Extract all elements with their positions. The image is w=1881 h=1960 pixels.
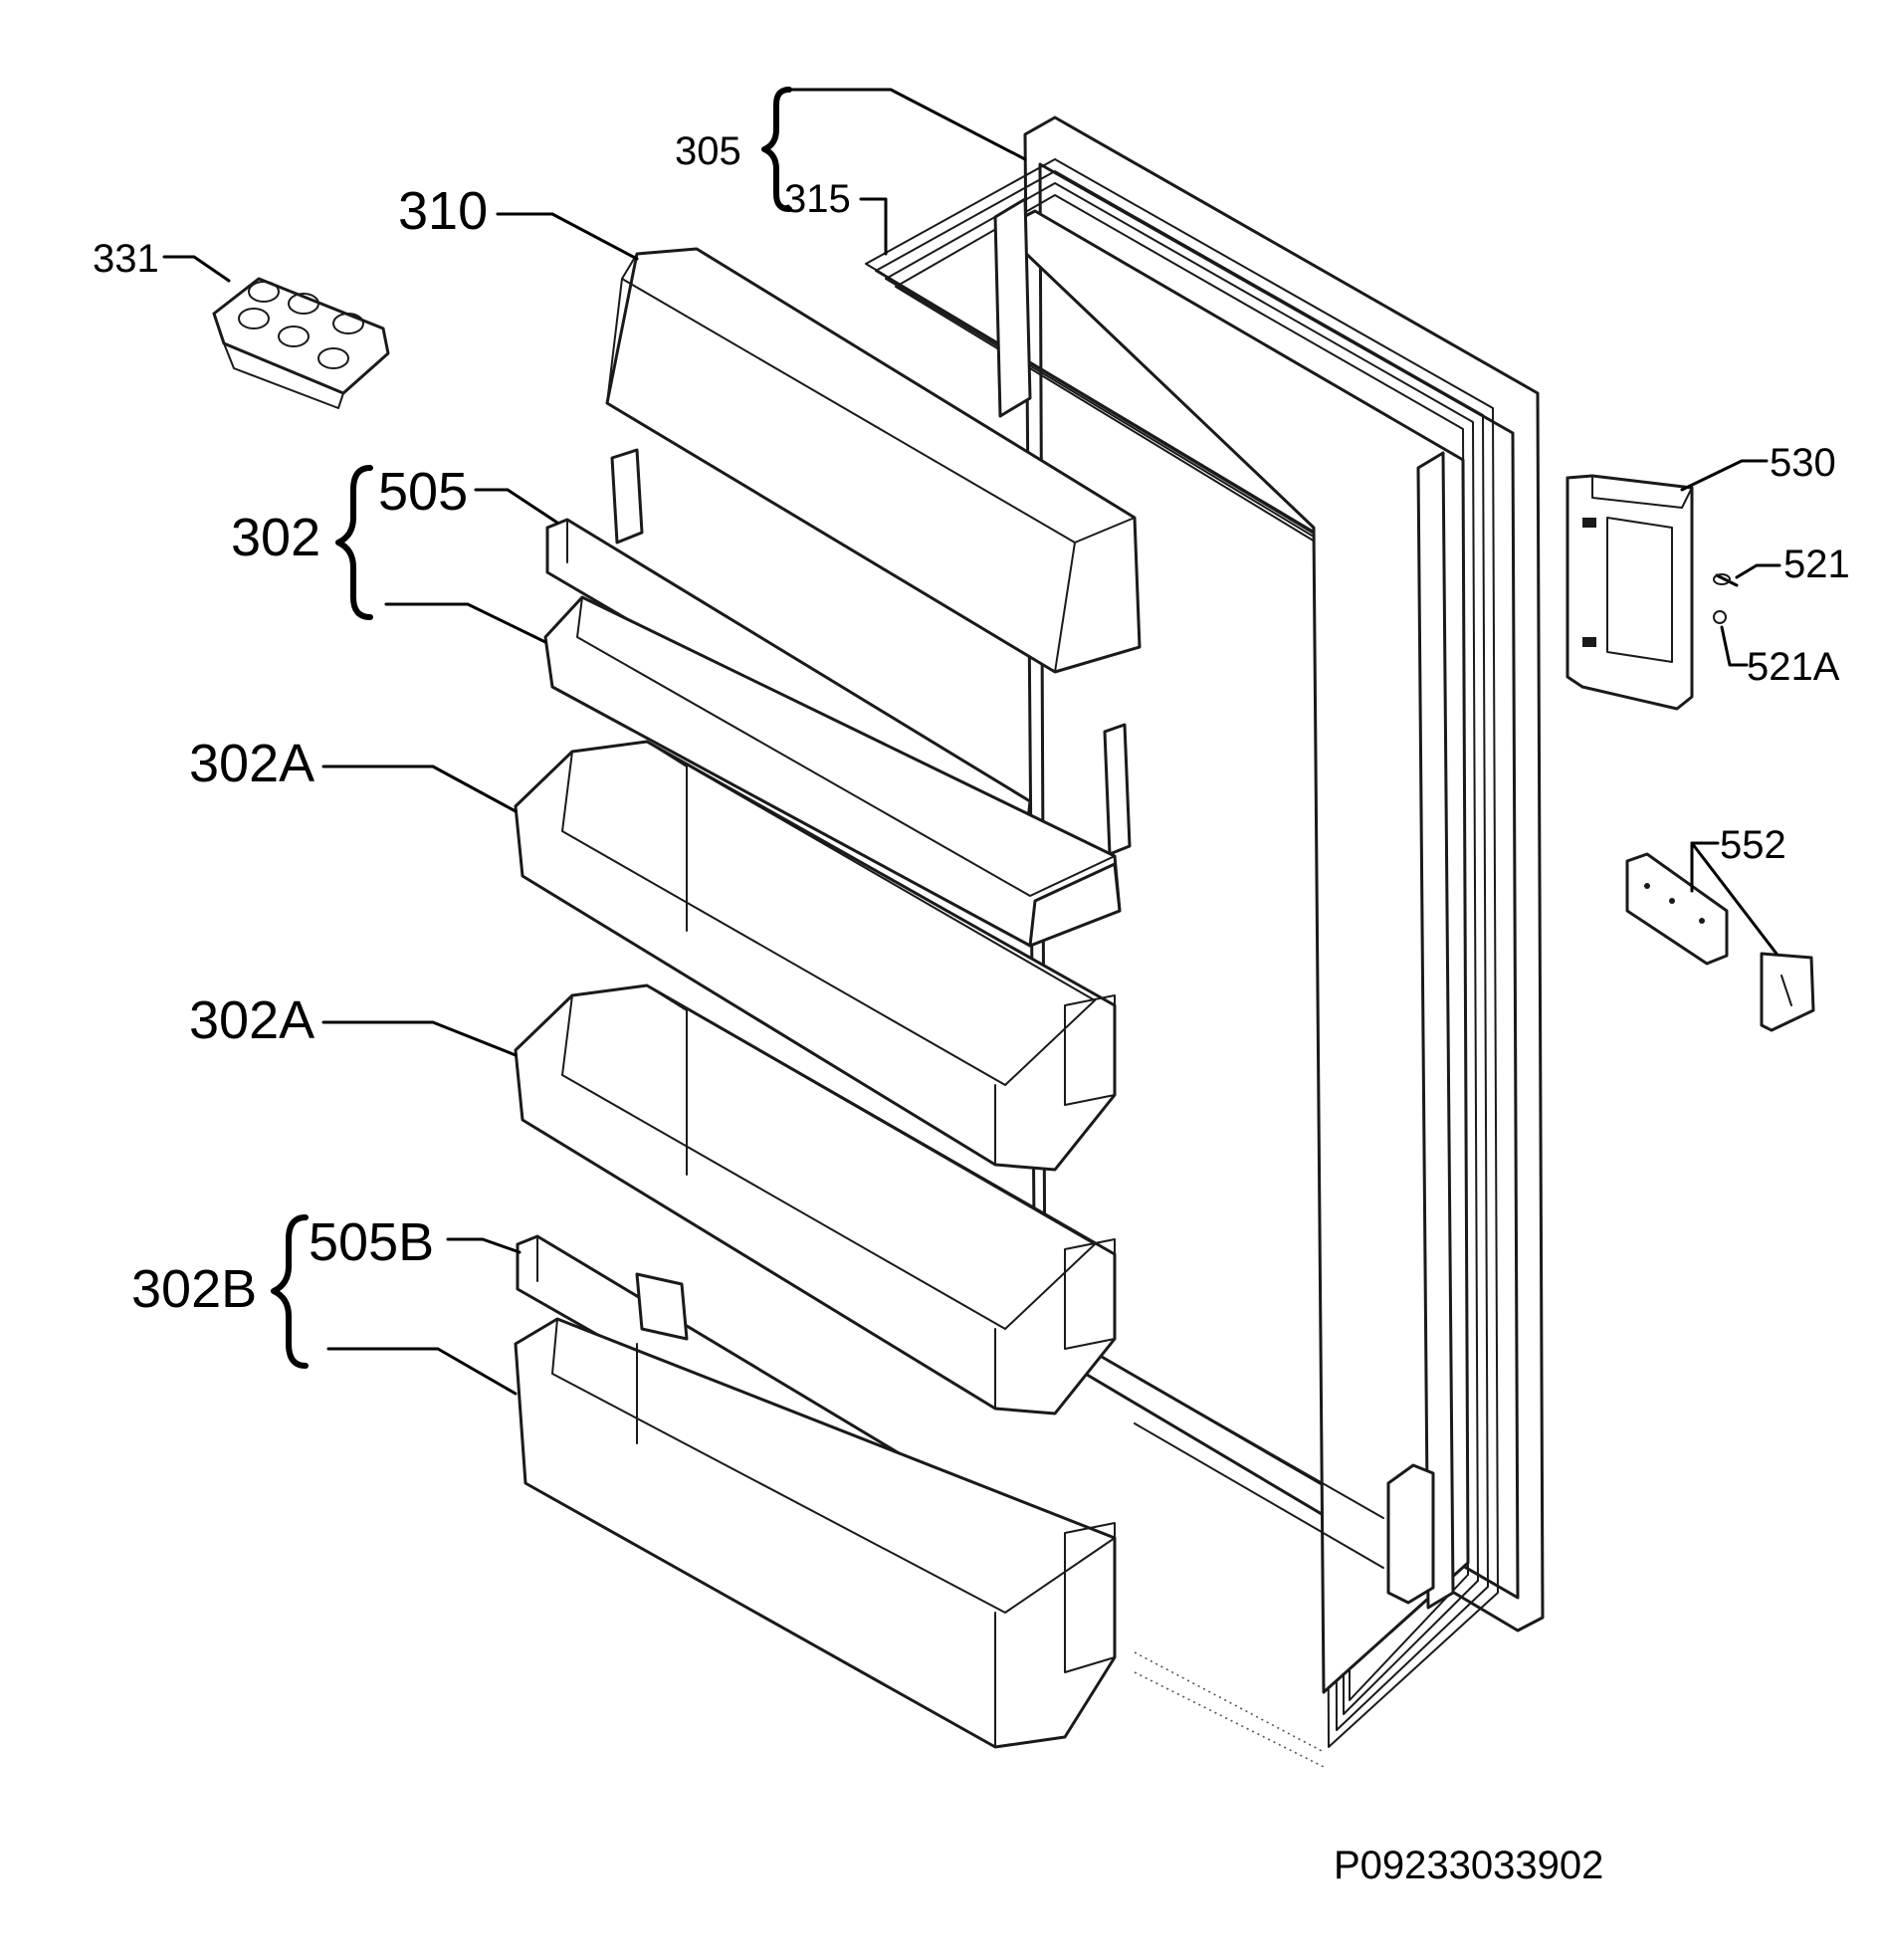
door-handle-530 [1566,474,1694,711]
label-302A-upper: 302A [189,734,314,793]
hinge-bracket-set-552 [1625,852,1815,1032]
label-505: 505 [378,462,468,522]
brace-302 [335,465,373,620]
label-302A-lower: 302A [189,990,314,1050]
brace-302B [271,1214,309,1369]
door-shelf-302 [543,595,1122,948]
label-552: 552 [1720,823,1786,867]
brace-305 [761,87,792,212]
liner-top-post [993,197,1032,418]
drawing-number: P09233033902 [1334,1844,1603,1887]
liner-right-rail [1416,451,1455,1610]
group-braces [271,87,792,1369]
screw-521 [1713,573,1739,587]
screw-cap-521A [1713,610,1727,624]
label-505B: 505B [309,1212,434,1272]
label-530: 530 [1770,441,1836,485]
label-302: 302 [231,508,320,567]
leader-lines [162,88,1781,1396]
dairy-compartment-lid [605,247,1142,674]
label-521: 521 [1783,543,1850,586]
callout-labels: 305 315 310 331 302 505 302A 302A 302B 5… [93,129,1850,1319]
label-521A: 521A [1747,645,1840,689]
liner-rail-foot [1386,1463,1435,1605]
label-310: 310 [398,181,488,241]
door-shelf-302A-lower [514,983,1117,1416]
egg-tray-331 [212,277,390,409]
label-302B: 302B [131,1259,257,1319]
label-315: 315 [784,177,851,221]
door-shelf-302A-upper [514,740,1117,1172]
bottle-shelf-302B [514,1317,1117,1749]
door-panel [865,115,1545,1768]
label-331: 331 [93,237,159,281]
door-inner-recess [998,209,1470,1694]
label-305: 305 [675,129,741,173]
